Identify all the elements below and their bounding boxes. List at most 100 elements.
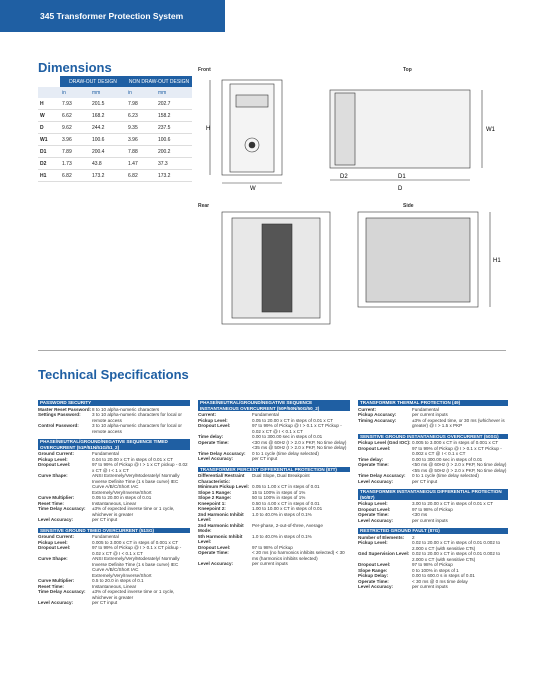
spec-value: 0.02 to 20.00 x CT in steps of 0.01 0.00…: [412, 551, 501, 562]
unit-cell: mm: [155, 87, 192, 98]
top-view-label: Top: [403, 67, 412, 73]
spec-row: Operate Time:<30 ms: [358, 512, 508, 518]
spec-key: Slope 2 Range:: [198, 495, 232, 500]
spec-row: Dropout Level:97 to 98% of Pickup: [358, 507, 508, 513]
dimension-label: D1: [38, 145, 60, 158]
spec-value: 97 to 98% of Pickup: [412, 562, 453, 567]
spec-value: Fundamental: [412, 406, 439, 412]
spec-row: Curve Shape:ANSI Extremely/Very/Moderate…: [38, 556, 190, 578]
spec-key: Current:: [198, 412, 217, 417]
spec-key: Time Delay Accuracy:: [358, 473, 406, 478]
spec-key: Pickup Level:: [358, 540, 388, 545]
spec-key: Curve Multiplier:: [38, 495, 75, 500]
spec-value: 97 to 99% of Pickup @ I > 0.1 x CT picku…: [92, 545, 182, 556]
spec-row: Master Reset Password:8 to 10 alpha-nume…: [38, 407, 190, 413]
spec-row: Control Password:3 to 10 alpha-numeric c…: [38, 423, 190, 434]
dimension-label: D: [38, 121, 60, 134]
spec-row: Level Accuracy:per CT input: [38, 517, 190, 523]
front-view-label: Front: [198, 67, 211, 73]
spec-row: Pickup Level (Gnd IOC):0.005 to 3.000 x …: [358, 440, 508, 446]
spec-value: 0 to 1 cycle (time delay selected): [412, 473, 479, 478]
dimension-value: 43.8: [89, 157, 126, 170]
spec-key: Time Delay Accuracy:: [38, 589, 86, 594]
spec-row: Ground Current:Fundamental: [38, 451, 190, 457]
spec-column-2: PHASE/NEUTRAL/GROUND/NEGATIVE SEQUENCE I…: [198, 400, 350, 572]
dimension-value: 7.98: [126, 98, 156, 110]
spec-value: Instantaneous, Linear: [92, 500, 137, 506]
spec-row: Time delay:0.00 to 300.00 sec in steps o…: [358, 457, 508, 463]
dimension-value: 9.35: [126, 121, 156, 134]
spec-value: 0.00 to 300.00 sec in steps of 0.01: [252, 434, 323, 439]
spec-key: Dropout Level:: [38, 462, 71, 467]
spec-section: SENSITIVE GROUND TIMED OVERCURRENT (51SG…: [38, 527, 190, 606]
spec-value: 3.00 to 20.00 x CT in steps of 0.01 x CT: [412, 501, 494, 506]
spec-value: 0.00 to 600.0 s in steps of 0.01: [412, 573, 475, 578]
col-draw-out: DRAW-OUT DESIGN: [60, 76, 126, 87]
spec-value: 0.05 to 1.00 x CT in steps of 0.01: [252, 484, 320, 489]
spec-value: ±3% of expected inverse time or 1 cycle,…: [92, 506, 175, 517]
spec-row: Curve Multiplier: 0.05 to 20.00 in steps …: [38, 495, 190, 501]
dimension-value: 168.2: [89, 109, 126, 122]
spec-value: per CT input: [412, 478, 438, 484]
spec-section: PHASE/NEUTRAL/GROUND/NEGATIVE SEQUENCE T…: [38, 439, 190, 523]
spec-row: Slope Range:0 to 100% in steps of 1: [358, 568, 508, 574]
spec-row: Settings Password:3 to 10 alpha-numeric …: [38, 412, 190, 423]
dimension-value: 173.2: [89, 169, 126, 182]
dimension-value: 200.4: [89, 145, 126, 158]
spec-row: Pickup Level:0.05 to 20.00 x CT in steps…: [198, 418, 350, 424]
spec-value: 50 to 100% in steps of 1%: [252, 495, 306, 500]
spec-value: 8 to 10 alpha-numeric characters: [92, 406, 160, 412]
spec-key: 2nd Harmonic Inhibit Mode:: [198, 522, 244, 534]
spec-key: Timing Accuracy:: [358, 417, 397, 423]
spec-value: 0.50 to 4.00 x CT in steps of 0.01: [252, 500, 320, 506]
spec-value: 0.02 to 20.00 x CT in steps of 0.01 0.00…: [412, 540, 501, 551]
spec-key: Pickup Level:: [38, 539, 68, 545]
spec-key: Operate Time:: [358, 578, 389, 584]
spec-value: 1.0 to 40.0% in steps of 0.1%: [252, 533, 312, 539]
spec-row: Level Accuracy:per CT input: [198, 456, 350, 462]
spec-value: <30 ms: [412, 512, 428, 517]
spec-row: Dropout Level:97 to 99% of Pickup @ I > …: [198, 423, 350, 434]
spec-value: < 20 ms (no harmonics inhibits selected)…: [252, 550, 345, 561]
spec-key: Ground Current:: [38, 534, 74, 539]
spec-row: Slope 1 Range:15 to 100% in steps of 1%: [198, 490, 350, 496]
spec-row: Operate Time: < 20 ms (no harmonics inhib…: [198, 550, 350, 561]
spec-key: Master Reset Password:: [38, 406, 92, 412]
spec-section: TRANSFORMER INSTANTANEOUS DIFFERENTIAL P…: [358, 489, 508, 523]
spec-key: Level Accuracy:: [358, 517, 394, 523]
dimension-value: 7.88: [126, 145, 156, 158]
spec-value: 0.00 to 300.00 sec in steps of 0.01: [412, 456, 483, 462]
spec-row: Level Accuracy:per current inputs: [358, 584, 508, 590]
dimension-value: 3.96: [126, 133, 156, 146]
spec-row: Slope 2 Range: 50 to 100% in steps of 1%: [198, 495, 350, 501]
dimension-drawings: H W W1 D2 D1 D H1: [206, 79, 501, 325]
spec-key: Kneepoint 2:: [198, 506, 226, 511]
spec-value: per current inputs: [412, 412, 448, 417]
spec-key: Operate Time:: [198, 439, 229, 445]
dimension-value: 6.82: [126, 169, 156, 182]
spec-value: per current inputs: [252, 561, 288, 566]
dimension-value: 200.2: [155, 145, 192, 158]
spec-row: Time Delay Accuracy: 0 to 1 cycle (time d…: [358, 473, 508, 479]
spec-key: Control Password:: [38, 423, 79, 428]
spec-key: Time Delay Accuracy:: [38, 506, 86, 511]
spec-value: 0.05 to 20.00 x CT in steps of 0.01 x CT: [252, 417, 334, 423]
spec-row: Timing Accuracy:±3% of expected time, or…: [358, 418, 508, 429]
spec-key: Settings Password:: [38, 412, 81, 417]
spec-value: 0.05 to 20.00 in steps of 0.01: [92, 495, 152, 500]
dimension-value: 237.5: [155, 121, 192, 134]
col-non-draw-out: NON DRAW-OUT DESIGN: [126, 76, 192, 87]
spec-value: 2: [412, 534, 415, 540]
dimension-label: W: [38, 109, 60, 122]
spec-key: Dropout Level:: [358, 562, 391, 567]
mark-w: W: [250, 186, 256, 192]
spec-key: Operate Time:: [198, 550, 229, 555]
spec-row: Ground Current:Fundamental: [38, 534, 190, 540]
mark-d: D: [398, 186, 403, 192]
spec-key: Operate Time:: [358, 462, 389, 467]
spec-value: 97 to 98% of Pickup: [412, 506, 453, 512]
